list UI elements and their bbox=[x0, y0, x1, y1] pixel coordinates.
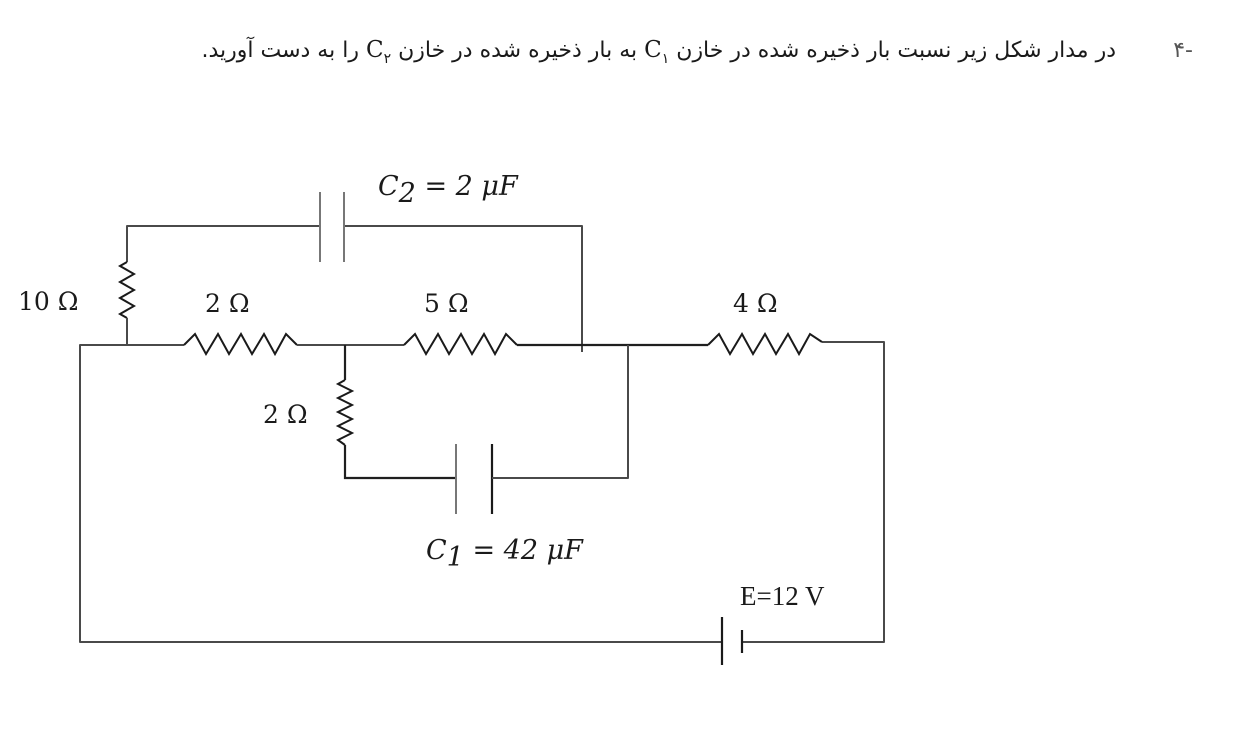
label-c2-index: 2 bbox=[398, 178, 416, 209]
question-text-part1: در مدار شکل زیر نسبت بار ذخیره شده در خا… bbox=[676, 38, 1116, 63]
cap1-index: ۱ bbox=[661, 51, 670, 67]
question-text-part3: را به دست آورید. bbox=[201, 38, 359, 63]
label-4-ohm: 4 Ω bbox=[733, 289, 778, 318]
label-c1-value: = 42 μF bbox=[464, 535, 584, 566]
resistor-10-ohm bbox=[117, 261, 137, 319]
label-c2-symbol: C bbox=[378, 171, 399, 202]
label-2-ohm-vertical: 2 Ω bbox=[263, 400, 308, 429]
battery bbox=[720, 617, 744, 665]
cap1-symbol: C bbox=[644, 37, 662, 63]
resistor-2-ohm-horizontal bbox=[183, 331, 298, 357]
label-5-ohm: 5 Ω bbox=[424, 289, 469, 318]
wire-outer-right bbox=[742, 341, 885, 643]
label-10-ohm: 10 Ω bbox=[18, 287, 79, 316]
wire-c2-right bbox=[344, 225, 583, 352]
capacitor-c2 bbox=[319, 192, 345, 262]
wire-c1-left bbox=[343, 445, 456, 480]
label-2-ohm-horizontal: 2 Ω bbox=[205, 289, 250, 318]
cap2-symbol: C bbox=[365, 37, 384, 63]
label-battery: E=12 V bbox=[740, 581, 825, 611]
resistor-4-ohm bbox=[707, 331, 823, 357]
wire-c1-right bbox=[492, 345, 629, 479]
resistor-2-ohm-vertical bbox=[335, 379, 355, 446]
cap2-index: ۲ bbox=[383, 51, 392, 67]
capacitor-c2-ref: C۲ bbox=[365, 37, 391, 67]
label-c1-symbol: C bbox=[426, 535, 447, 566]
wire-c2-left bbox=[126, 225, 320, 262]
question-text-part2: به بار ذخیره شده در خازن bbox=[398, 38, 638, 63]
label-c2: C2 = 2 μF bbox=[378, 171, 519, 209]
label-c2-value: = 2 μF bbox=[416, 171, 519, 202]
question-number: -۴ bbox=[1173, 38, 1193, 63]
question-line: -۴ در مدار شکل زیر نسبت بار ذخیره شده در… bbox=[13, 30, 1193, 79]
label-c1-index: 1 bbox=[447, 542, 464, 573]
resistor-5-ohm bbox=[403, 331, 518, 357]
capacitor-c1-ref: C۱ bbox=[644, 37, 669, 67]
question-text: در مدار شکل زیر نسبت بار ذخیره شده در خا… bbox=[201, 37, 1116, 67]
wire-outer-left bbox=[79, 344, 722, 643]
capacitor-c1 bbox=[455, 444, 494, 514]
label-c1: C1 = 42 μF bbox=[426, 535, 584, 573]
